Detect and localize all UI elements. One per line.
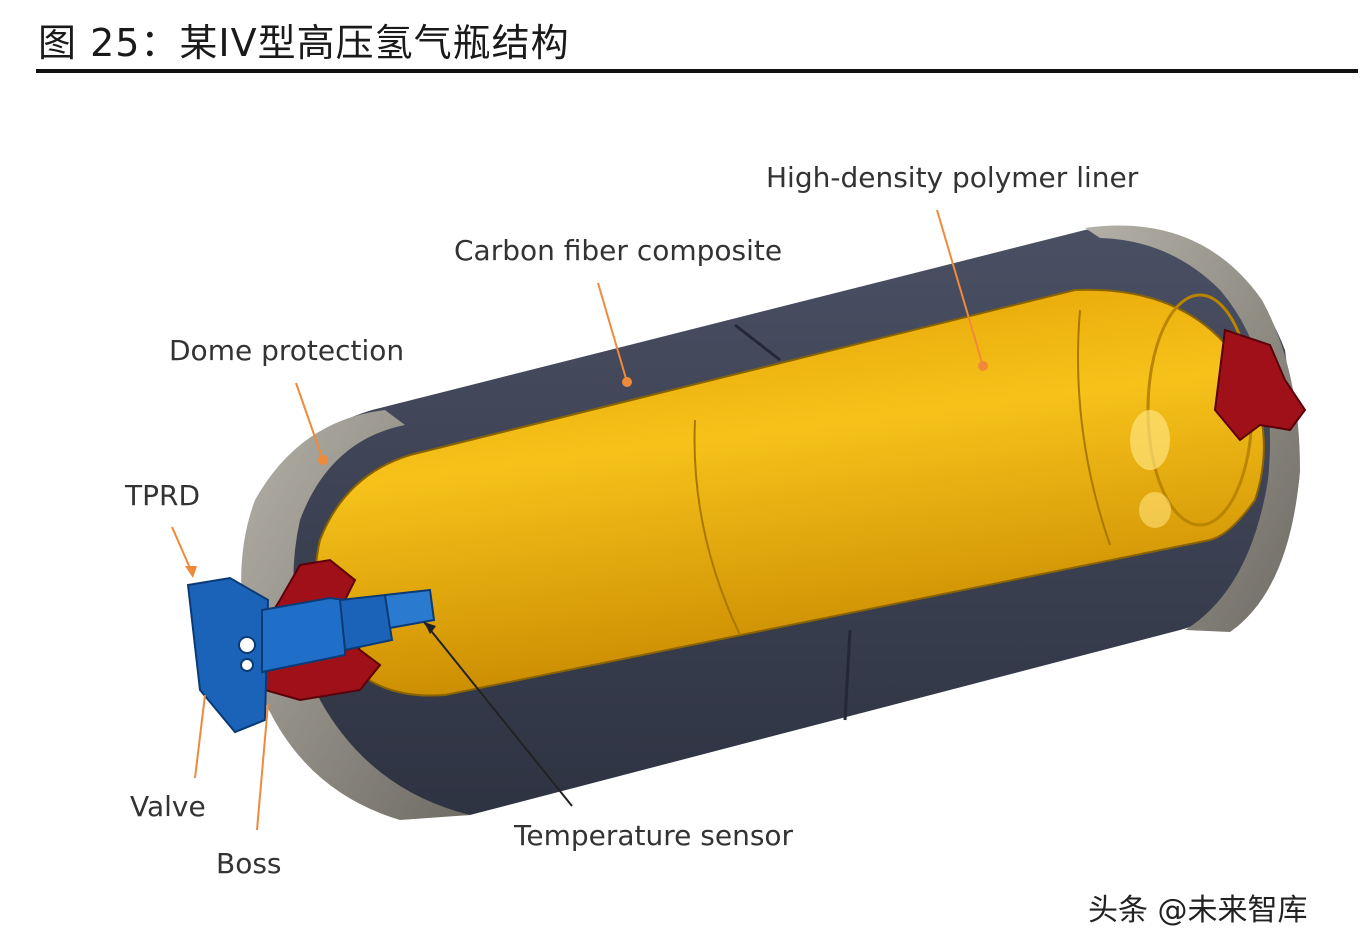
dome-leader-dot <box>318 455 328 465</box>
carbon-leader-dot <box>622 377 632 387</box>
liner-leader-dot <box>978 361 988 371</box>
right-boss <box>1213 328 1307 442</box>
label-carbon-fiber: Carbon fiber composite <box>454 234 782 267</box>
label-boss: Boss <box>216 847 282 880</box>
label-dome-protection: Dome protection <box>169 334 404 367</box>
dome-protection-caps <box>241 225 1300 820</box>
label-tprd: TPRD <box>124 479 200 512</box>
sensor-leader-arrow <box>424 622 436 634</box>
valve-assembly <box>186 576 436 734</box>
label-valve: Valve <box>130 790 206 823</box>
figure-title: 图 25：某IV型高压氢气瓶结构 <box>38 21 570 65</box>
watermark: 头条 @未来智库 <box>1088 893 1308 928</box>
sensor-leader-line <box>423 621 573 807</box>
label-temperature-sensor: Temperature sensor <box>513 819 794 852</box>
title-rule <box>36 69 1358 73</box>
label-polymer-liner: High-density polymer liner <box>766 161 1139 194</box>
tprd-leader-arrow <box>185 566 197 578</box>
